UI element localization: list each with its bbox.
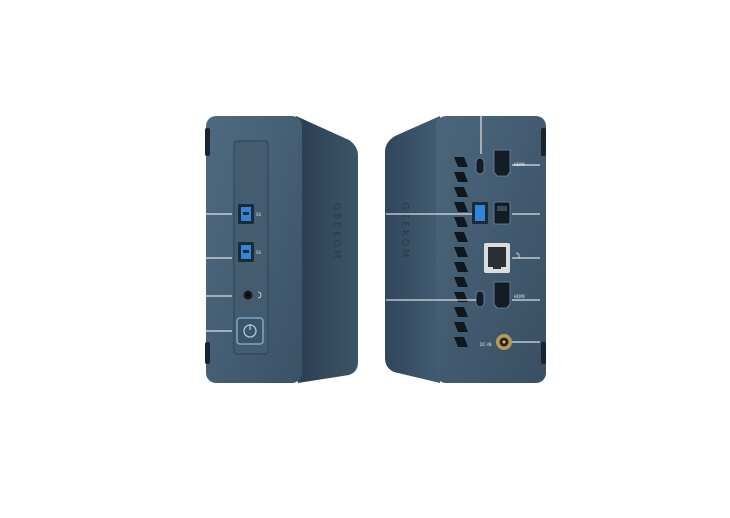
usb-c-icon: [475, 157, 485, 175]
usb-ss-label: SS: [256, 212, 262, 217]
hdmi-label: HDMI: [514, 294, 525, 299]
ethernet-icon: [484, 243, 520, 273]
hdmi-icon: HDMI: [493, 281, 525, 309]
brand-logo: GEEKOM: [331, 203, 342, 261]
audio-jack-icon: [243, 290, 262, 300]
mini-pc-rear-unit: GEEKOM: [385, 116, 546, 383]
usb-a-3-2-icon: SS: [238, 242, 262, 262]
power-button-icon: [236, 317, 264, 345]
mini-pc-front-unit: SS SS GEEKOM: [205, 116, 358, 383]
brand-logo: GEEKOM: [399, 202, 410, 260]
dc-label: DC-IN: [480, 342, 492, 347]
usb-ss-label: SS: [256, 250, 262, 255]
dc-in-icon: DC-IN: [480, 334, 512, 350]
usb-a-blue-icon: [472, 202, 488, 224]
usb-a-icon: [493, 201, 511, 225]
usb-a-3-2-icon: SS: [238, 204, 262, 224]
usb-c-icon: [475, 290, 485, 308]
